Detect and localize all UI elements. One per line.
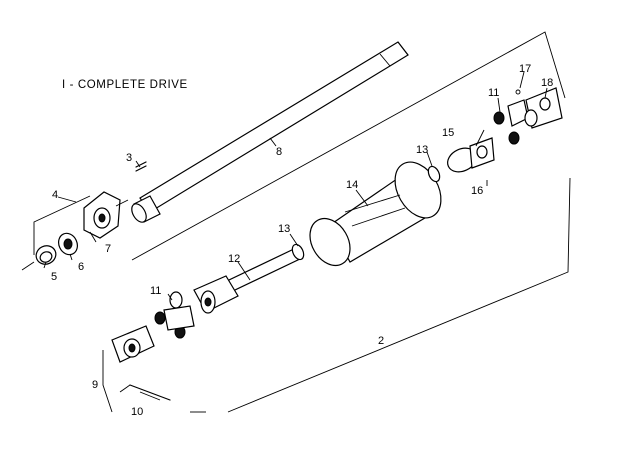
label-part-8: 8	[276, 146, 282, 158]
bracket-part-2	[131, 31, 571, 413]
upper-ujoint	[493, 87, 563, 145]
label-part-2: 2	[378, 335, 384, 347]
label-part-17: 17	[519, 63, 531, 75]
label-part-10: 10	[131, 406, 143, 418]
label-part-4: 4	[52, 189, 58, 201]
label-part-11-lower: 11	[150, 285, 161, 297]
upper-yoke	[447, 137, 495, 186]
pin	[135, 161, 147, 172]
label-part-7: 7	[105, 243, 111, 255]
label-part-12: 12	[228, 253, 240, 265]
label-part-13-upper: 13	[416, 144, 428, 156]
label-part-15: 15	[442, 127, 454, 139]
label-part-6: 6	[78, 261, 84, 273]
label-part-11-upper: 11	[488, 87, 499, 99]
cone-boot	[309, 161, 442, 267]
ring-13-lower	[291, 243, 305, 261]
label-part-16: 16	[471, 185, 483, 197]
diagram-title: I - COMPLETE DRIVE	[62, 79, 188, 91]
label-part-9: 9	[92, 379, 98, 391]
lower-shaft	[193, 247, 303, 314]
label-part-3: 3	[126, 152, 132, 164]
leader-lines	[43, 71, 548, 393]
label-part-13-lower: 13	[278, 223, 290, 235]
lower-ujoint	[102, 291, 195, 413]
ring-13-upper	[427, 165, 441, 183]
label-part-5: 5	[51, 271, 57, 283]
long-shaft	[131, 41, 409, 223]
housing-assembly	[21, 191, 129, 271]
label-part-18: 18	[541, 77, 553, 89]
label-part-14: 14	[346, 179, 358, 191]
